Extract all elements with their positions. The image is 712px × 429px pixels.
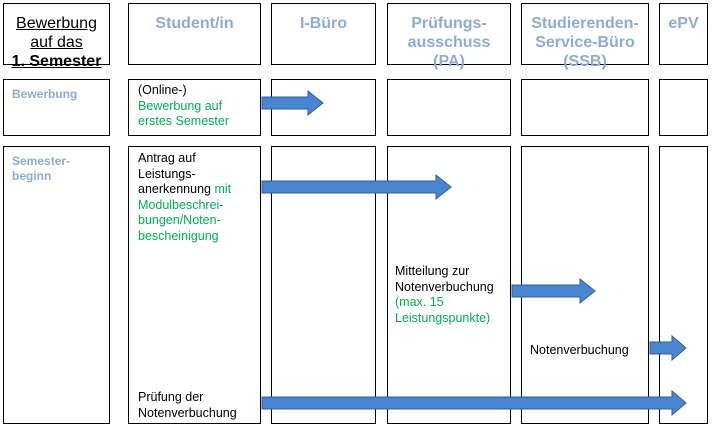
header-student: Student/in	[128, 3, 261, 65]
pruefung-text: Prüfung der Notenverbuchung	[138, 390, 237, 420]
row-bewerbung-epv-cell	[659, 79, 708, 136]
header-ssb: Studierenden- Service-Büro (SSB)	[521, 3, 649, 70]
arrow-pruefung-to-epv	[261, 389, 687, 417]
row-bewerbung-label-cell	[3, 79, 110, 136]
header-pa: Prüfungs- ausschuss (PA)	[387, 3, 511, 70]
row-bewerbung-label: Bewerbung	[12, 87, 78, 101]
arrow-pa-to-ssb	[511, 277, 596, 305]
corner-header-cell: Bewerbung auf das 1. Semester	[3, 3, 110, 70]
corner-line-2: auf das	[30, 34, 83, 51]
header-epv: ePV	[659, 3, 708, 65]
row-semesterbeginn-epv-cell	[659, 146, 708, 424]
arrow-ssb-to-epv	[649, 334, 687, 362]
row-semesterbeginn-student-cell	[128, 146, 261, 424]
mitteilung-text: Mitteilung zur Notenverbuchung (max. 15 …	[395, 264, 494, 325]
row-semesterbeginn-label-cell	[3, 146, 110, 424]
corner-line-3: 1. Semester	[11, 53, 102, 70]
antrag-text: Antrag auf Leistungs- anerkennung mit Mo…	[138, 151, 232, 243]
bewerbung-student-text: (Online-) Bewerbung auf erstes Semester	[138, 83, 230, 128]
arrow-antrag-to-pa	[261, 173, 452, 201]
row-semesterbeginn-label: Semester- beginn	[12, 154, 71, 183]
arrow-bewerbung-to-i-buero	[261, 89, 324, 117]
row-bewerbung-ssb-cell	[521, 79, 649, 136]
notenverbuchung-text: Notenverbuchung	[530, 343, 629, 357]
header-i-buero: I-Büro	[271, 3, 376, 65]
row-bewerbung-student-cell	[128, 79, 261, 136]
corner-line-1: Bewerbung	[16, 15, 97, 32]
row-bewerbung-pa-cell	[387, 79, 511, 136]
